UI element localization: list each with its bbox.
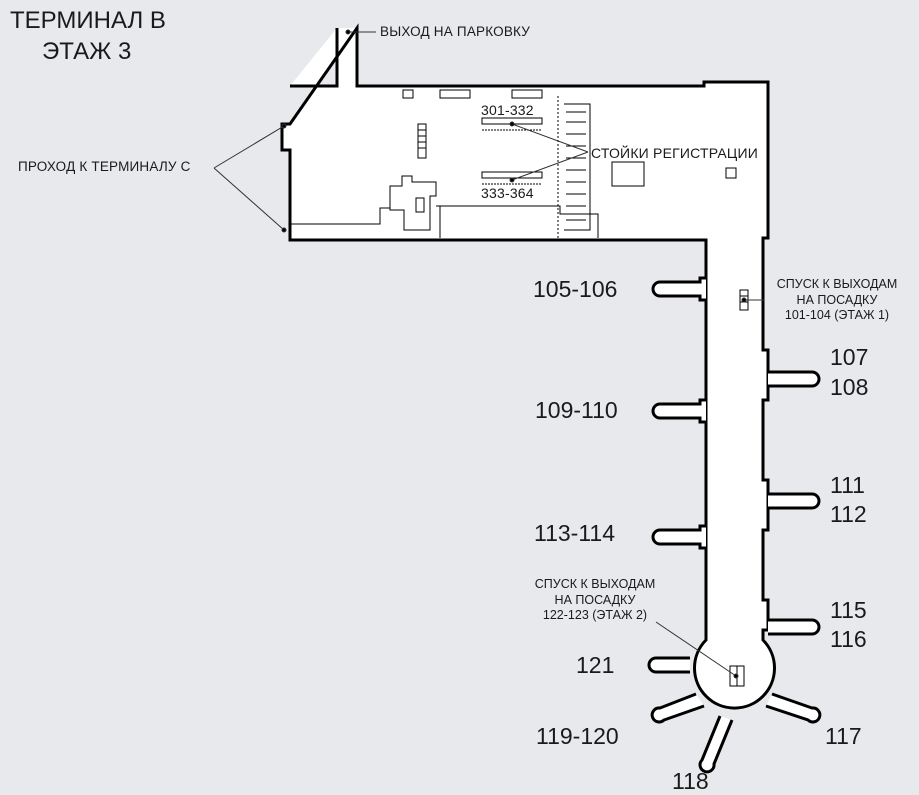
leader-lines	[213, 29, 764, 679]
gate-116-label: 116	[830, 626, 867, 652]
parking-exit-label: ВЫХОД НА ПАРКОВКУ	[380, 24, 531, 39]
map-title: ТЕРМИНАЛ В	[10, 7, 166, 34]
checkin-counters-label: СТОЙКИ РЕГИСТРАЦИИ	[591, 145, 758, 161]
gate-117-label: 117	[825, 723, 862, 749]
gate-121-label: 121	[576, 652, 615, 678]
pier-121	[647, 656, 690, 674]
checkin-range-bottom: 333-364	[481, 185, 534, 201]
gate-111-label: 111	[830, 472, 865, 498]
checkin-desk-icon	[481, 117, 543, 185]
descent-gates-122-123-label: СПУСК К ВЫХОДАМ НА ПОСАДКУ 122-123 (ЭТАЖ…	[534, 577, 656, 622]
pier-107-108	[768, 370, 821, 388]
gate-108-label: 108	[830, 374, 869, 400]
gate-107-label: 107	[830, 344, 869, 370]
terminal-c-passage-label: ПРОХОД К ТЕРМИНАЛУ С	[18, 159, 191, 174]
floor-label: ЭТАЖ 3	[42, 38, 132, 65]
pier-109-110	[651, 398, 706, 424]
floor-plan	[280, 23, 776, 710]
descent-gates-101-104-label: СПУСК К ВЫХОДАМ НА ПОСАДКУ 101-104 (ЭТАЖ…	[776, 277, 898, 322]
gate-112-label: 112	[830, 501, 867, 527]
gate-105-106-label: 105-106	[533, 276, 618, 302]
gate-118-label: 118	[672, 768, 709, 794]
gate-piers	[647, 276, 822, 774]
pier-113-114	[651, 524, 706, 550]
gate-113-114-label: 113-114	[534, 520, 615, 546]
pier-117	[765, 692, 822, 724]
pier-111-112	[768, 492, 821, 510]
checkin-range-top: 301-332	[481, 102, 534, 118]
gate-109-110-label: 109-110	[535, 397, 618, 423]
pier-118	[698, 715, 734, 774]
pier-119-120	[650, 692, 705, 724]
stairs-icon	[566, 111, 586, 221]
pier-105-106	[651, 276, 706, 302]
pier-115-116	[768, 618, 821, 636]
gate-115-label: 115	[830, 597, 867, 623]
gate-119-120-label: 119-120	[536, 723, 619, 749]
hall-details	[290, 89, 645, 238]
main-hall	[280, 23, 776, 710]
